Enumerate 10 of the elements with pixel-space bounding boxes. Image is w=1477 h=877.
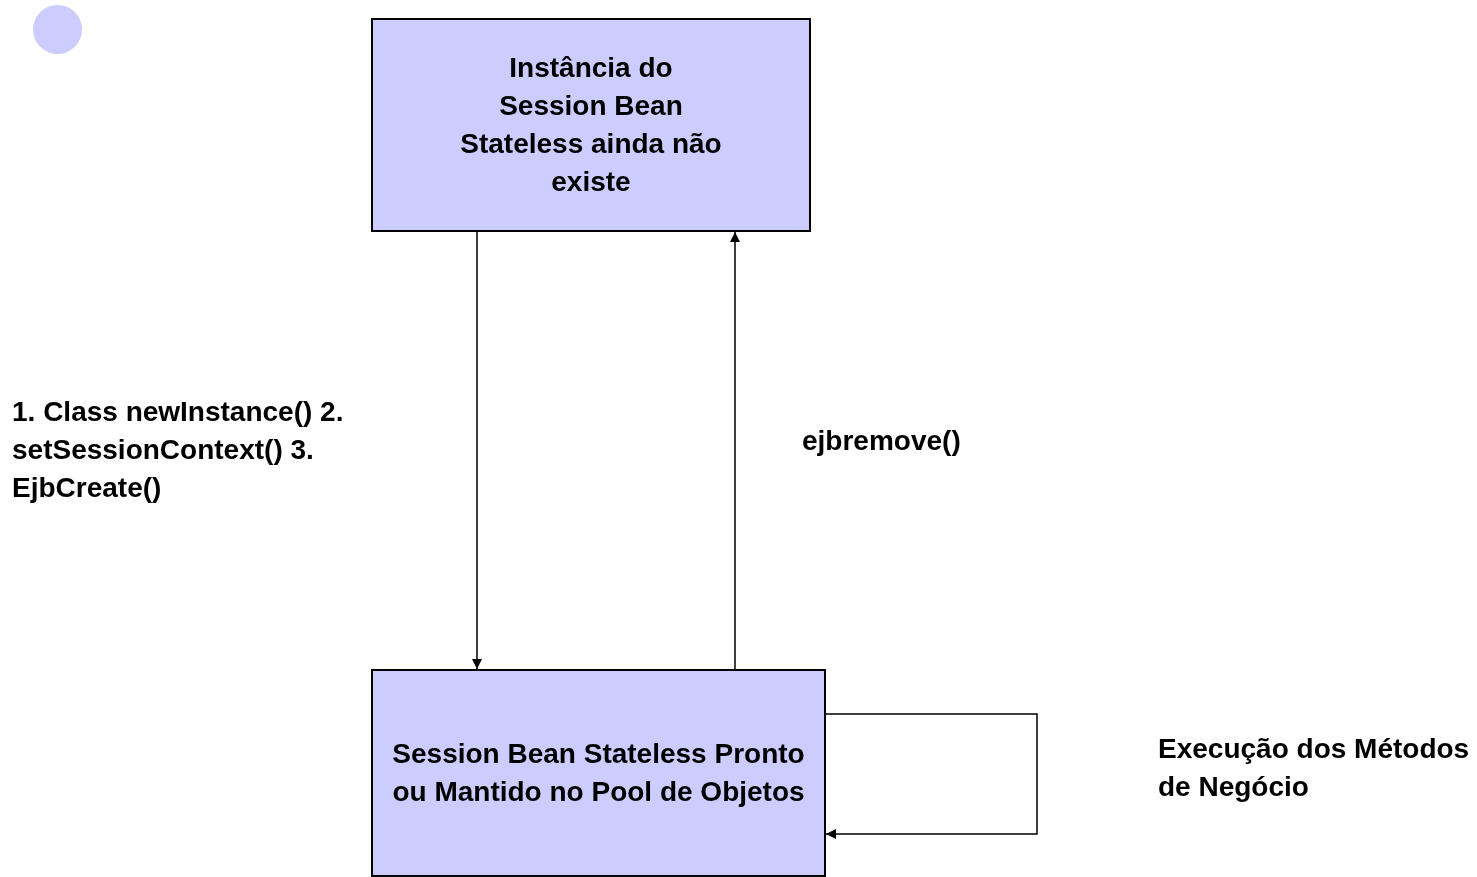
arrow: [472, 231, 482, 670]
edge-label: Execução dos Métodos de Negócio: [1158, 732, 1471, 804]
arrow: [730, 231, 740, 670]
state-label: Instância do Session Bean Stateless ainda não existe: [460, 51, 722, 199]
state-box: [371, 669, 826, 877]
arrow: [825, 713, 1038, 839]
state-label: Session Bean Stateless Pronto ou Mantido no Pool de Objetos: [391, 737, 806, 809]
state-box: [371, 18, 811, 232]
edge-label: 1. Class newInstance() 2. setSessionContext() 3. EjbCreate(): [12, 395, 345, 505]
edge-label: ejbremove(): [802, 424, 962, 458]
